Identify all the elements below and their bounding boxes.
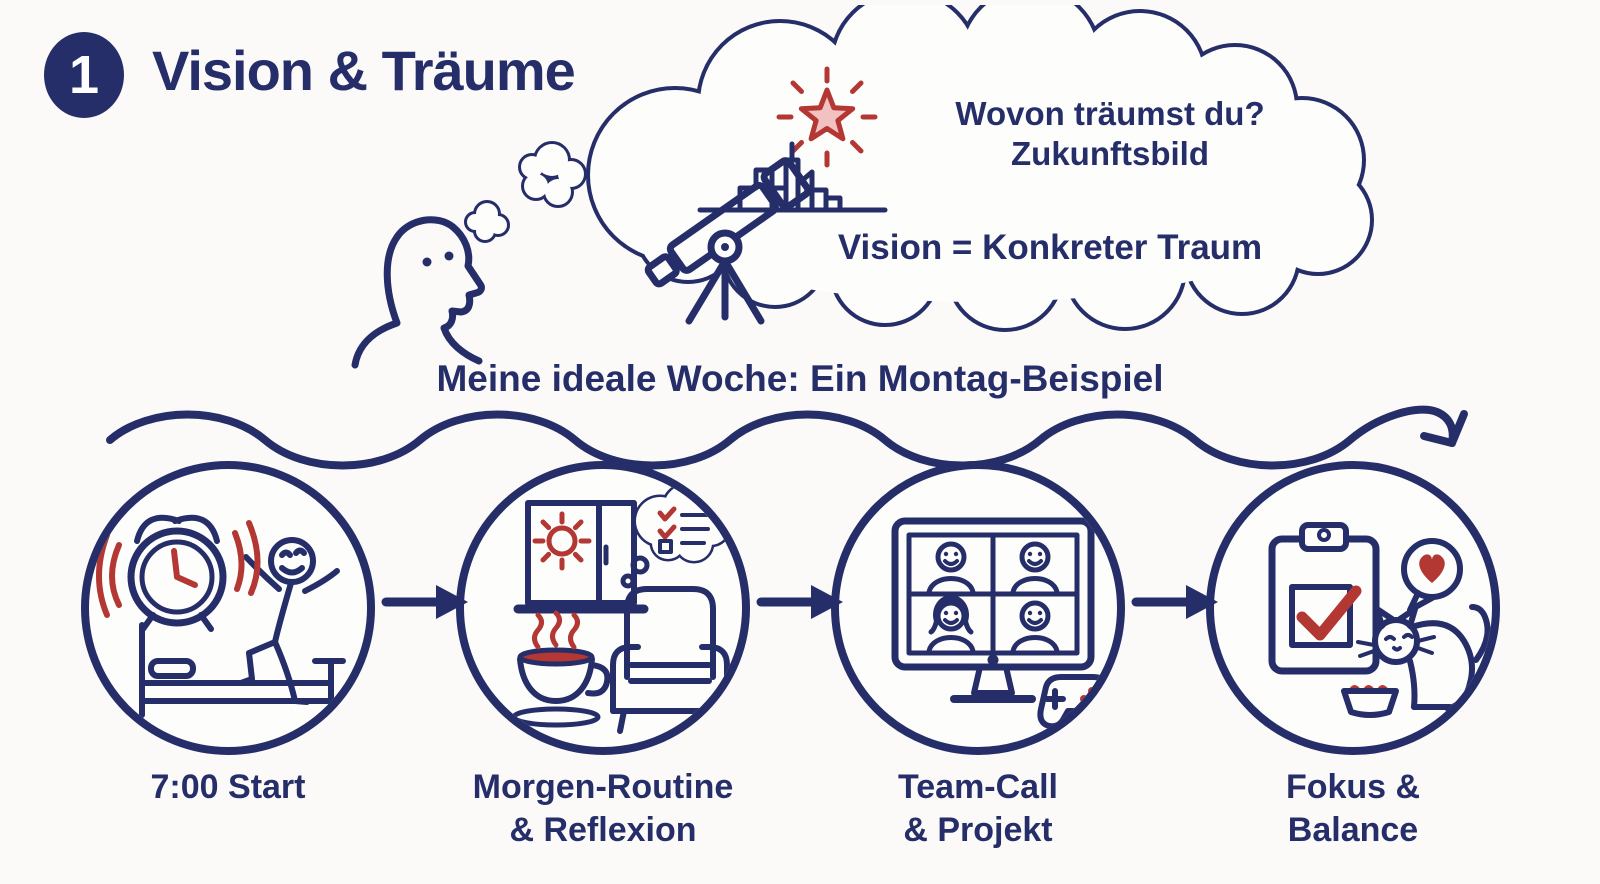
- page-title: Vision & Träume: [152, 39, 576, 102]
- step-label-1: 7:00 Start: [150, 768, 306, 806]
- step-circle-1: [81, 461, 375, 755]
- step-label-4: Fokus & Balance: [1285, 768, 1421, 849]
- timeline-heading: Meine ideale Woche: Ein Montag-Beispiel: [436, 358, 1164, 399]
- heart-speech-bubble-icon: [1401, 538, 1463, 613]
- step-circle-3: [831, 461, 1125, 755]
- thought-puff-large-icon: [518, 141, 587, 208]
- morning-routine-reflection-icon: [511, 482, 733, 734]
- food-bowl-icon: [1341, 685, 1399, 718]
- thought-puff-small-icon: [464, 200, 510, 243]
- cloud-question-line1: Wovon träumst du?: [955, 95, 1265, 132]
- alarm-clock-wake-up-icon: [96, 514, 346, 718]
- step-arrow-icon: [1131, 585, 1218, 619]
- cloud-statement: Vision = Konkreter Traum: [837, 228, 1263, 267]
- step-circle-2: [456, 461, 750, 755]
- city-skyline-icon: [697, 141, 888, 213]
- focus-balance-cat-icon: [1268, 522, 1491, 718]
- cloud-question-line2: Zukunftsbild: [1011, 135, 1209, 172]
- step-label-2: Morgen-Routine & Reflexion: [472, 768, 734, 849]
- step-circle-4: [1206, 461, 1500, 755]
- step-arrow-icon: [756, 585, 843, 619]
- step-number: 1: [68, 45, 100, 105]
- cloud-question: Wovon träumst du? Zukunftsbild: [890, 94, 1330, 174]
- wavy-timeline-arrow: [106, 405, 1468, 470]
- clipboard-check-icon: [1268, 522, 1380, 675]
- step-label-3: Team-Call & Projekt: [898, 768, 1058, 849]
- step-number-badge: 1: [44, 32, 124, 118]
- thinking-person-icon: [351, 216, 485, 369]
- team-video-call-icon: [891, 517, 1117, 730]
- cat-icon: [1356, 604, 1491, 712]
- step-arrow-icon: [381, 585, 468, 619]
